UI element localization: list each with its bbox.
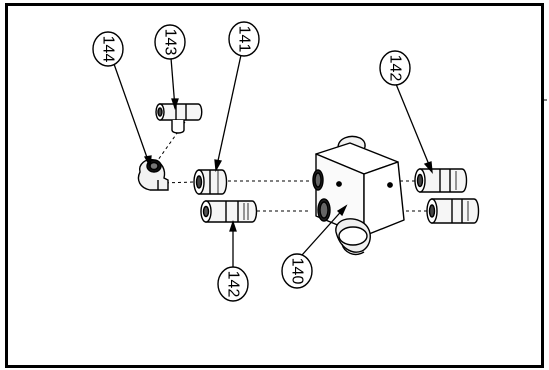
- valve-block-140: [312, 135, 405, 256]
- callout-140-label: 140: [289, 258, 306, 285]
- tee-fitting-143: [155, 103, 203, 134]
- callout-142-bottom: 142: [217, 266, 249, 302]
- callout-144: 144: [92, 31, 124, 67]
- callout-142-right: 142: [379, 50, 411, 86]
- callout-140: 140: [281, 253, 313, 289]
- callout-142-right-label: 142: [387, 55, 404, 82]
- callout-144-label: 144: [100, 36, 117, 63]
- callout-142-bottom-label: 142: [225, 271, 242, 298]
- callout-141-label: 141: [236, 26, 253, 53]
- callout-141: 141: [228, 21, 260, 57]
- adapter-141: [193, 169, 228, 195]
- fitting-142-left: [200, 200, 258, 223]
- callout-143: 143: [154, 24, 186, 60]
- leader-lines: [113, 54, 433, 268]
- fitting-142-right-bottom: [426, 198, 480, 224]
- fitting-142-right-top: [414, 168, 468, 193]
- callout-143-label: 143: [162, 29, 179, 56]
